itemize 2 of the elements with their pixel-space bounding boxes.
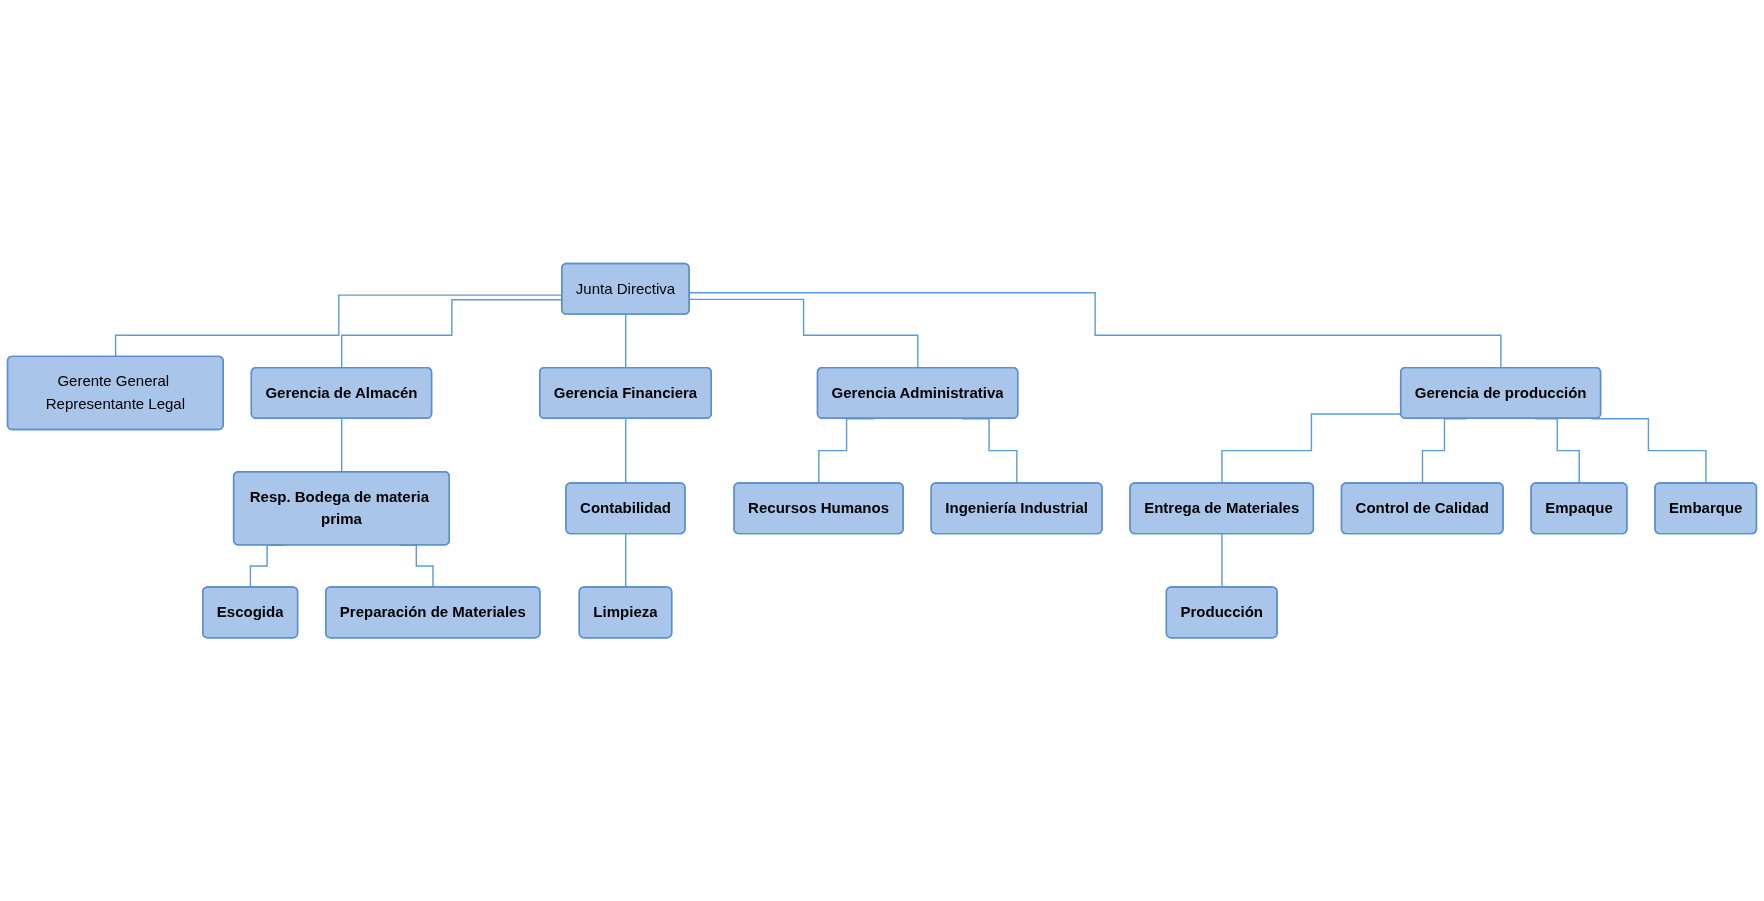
connector	[341, 417, 343, 473]
connector	[625, 313, 627, 369]
